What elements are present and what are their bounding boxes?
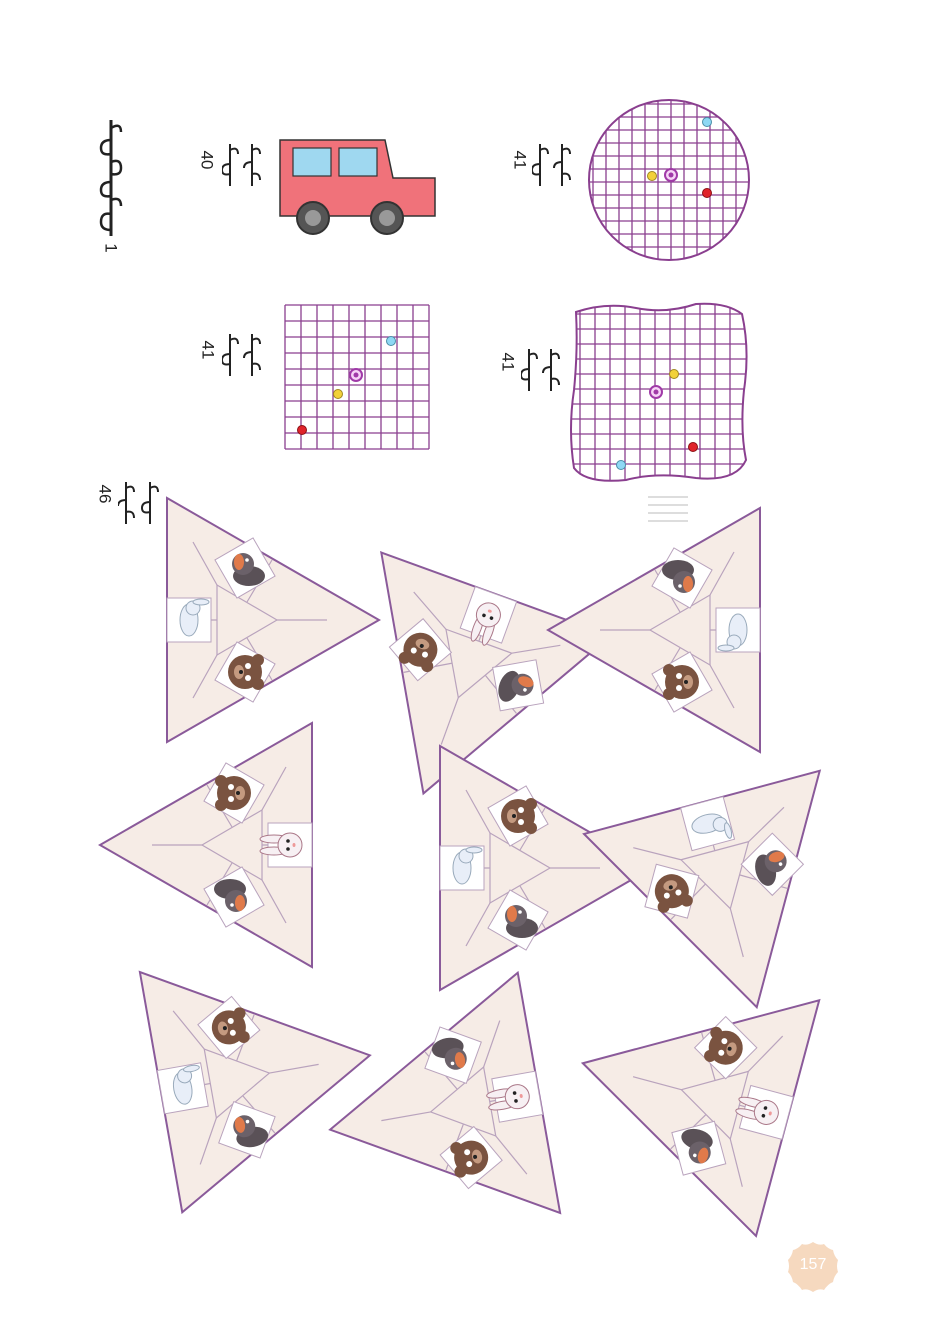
title-script bbox=[96, 118, 126, 238]
grid-a-label-script bbox=[222, 334, 261, 376]
dot-red bbox=[702, 188, 712, 198]
dot-yellow bbox=[669, 369, 679, 379]
title-script-glyphs bbox=[99, 120, 123, 236]
puzzle-piece-8 bbox=[307, 971, 562, 1251]
car-illustration bbox=[279, 139, 436, 235]
puzzle-piece-7 bbox=[138, 934, 393, 1214]
puzzle-piece-9 bbox=[550, 944, 821, 1237]
puzzle-piece-3 bbox=[547, 507, 761, 753]
puzzle-piece-1 bbox=[166, 497, 380, 743]
grid-wavy-label-script bbox=[521, 349, 560, 391]
dot-blue bbox=[702, 117, 712, 127]
badge-shape bbox=[788, 1242, 838, 1292]
dot-blue bbox=[386, 336, 396, 346]
grid-square bbox=[284, 304, 430, 450]
dot-red bbox=[688, 442, 698, 452]
dot-red bbox=[297, 425, 307, 435]
car-label-script bbox=[222, 144, 261, 186]
dash-marks bbox=[648, 496, 688, 530]
puzzle-piece-6 bbox=[583, 769, 876, 1040]
page-number: 157 bbox=[799, 1256, 827, 1273]
grid-wavy bbox=[570, 302, 748, 482]
dot-blue bbox=[616, 460, 626, 470]
triangles-label-script bbox=[118, 482, 159, 524]
grid-round bbox=[588, 99, 750, 261]
dot-yellow bbox=[333, 389, 343, 399]
page-number-badge: 157 bbox=[786, 1240, 840, 1294]
grid-round-label-script bbox=[532, 144, 571, 186]
puzzle-piece-4 bbox=[99, 722, 313, 968]
dot-yellow bbox=[647, 171, 657, 181]
